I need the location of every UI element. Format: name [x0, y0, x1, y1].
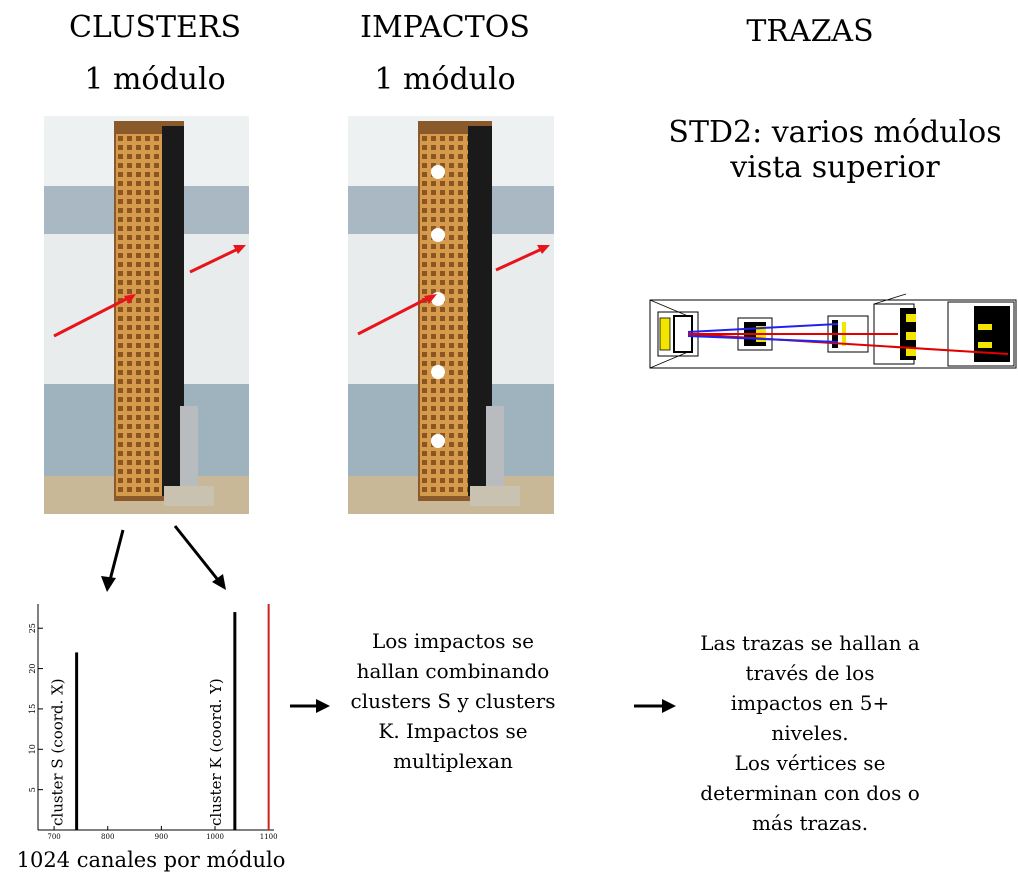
y-tick-label: 5: [28, 787, 37, 792]
trazas-subtitle-line1: STD2: varios módulos: [668, 115, 1002, 150]
x-tick-label: 700: [47, 833, 60, 841]
x-tick-label: 1100: [260, 833, 278, 841]
impactos-title: IMPACTOS: [360, 10, 530, 45]
histogram-caption: 1024 canales por módulo: [16, 848, 286, 872]
clusters-module-photo: [44, 116, 249, 514]
cluster-k-bar: [233, 612, 237, 830]
y-tick-label: 10: [28, 744, 37, 754]
impactos-module-photo: [348, 116, 554, 514]
clusters-title: CLUSTERS: [68, 10, 242, 45]
trazas-title: TRAZAS: [746, 14, 874, 49]
impactos-subtitle: 1 módulo: [374, 62, 516, 97]
x-tick-label: 1000: [206, 833, 224, 841]
cluster-histogram: 5 10 15 20 25 700 800 900 1000 1100 cluster S (coo…: [28, 604, 278, 841]
x-tick-label: 900: [155, 833, 168, 841]
cluster-k-bar-label: cluster K (coord. Y): [207, 678, 225, 826]
trazas-subtitle-line2: vista superior: [730, 150, 940, 185]
x-tick-label: 800: [101, 833, 114, 841]
y-tick-label: 20: [28, 663, 37, 673]
y-tick-label: 15: [28, 704, 37, 714]
y-tick-label: 25: [28, 623, 37, 633]
impactos-description: Los impactos se hallan combinando cluste…: [350, 629, 556, 773]
std2-top-view-diagram: [649, 293, 1017, 369]
cluster-s-bar: [75, 652, 79, 830]
trazas-description: Las trazas se hallan a través de los imp…: [700, 631, 920, 835]
cluster-s-bar-label: cluster S (coord. X): [49, 678, 67, 826]
clusters-subtitle: 1 módulo: [84, 62, 226, 97]
